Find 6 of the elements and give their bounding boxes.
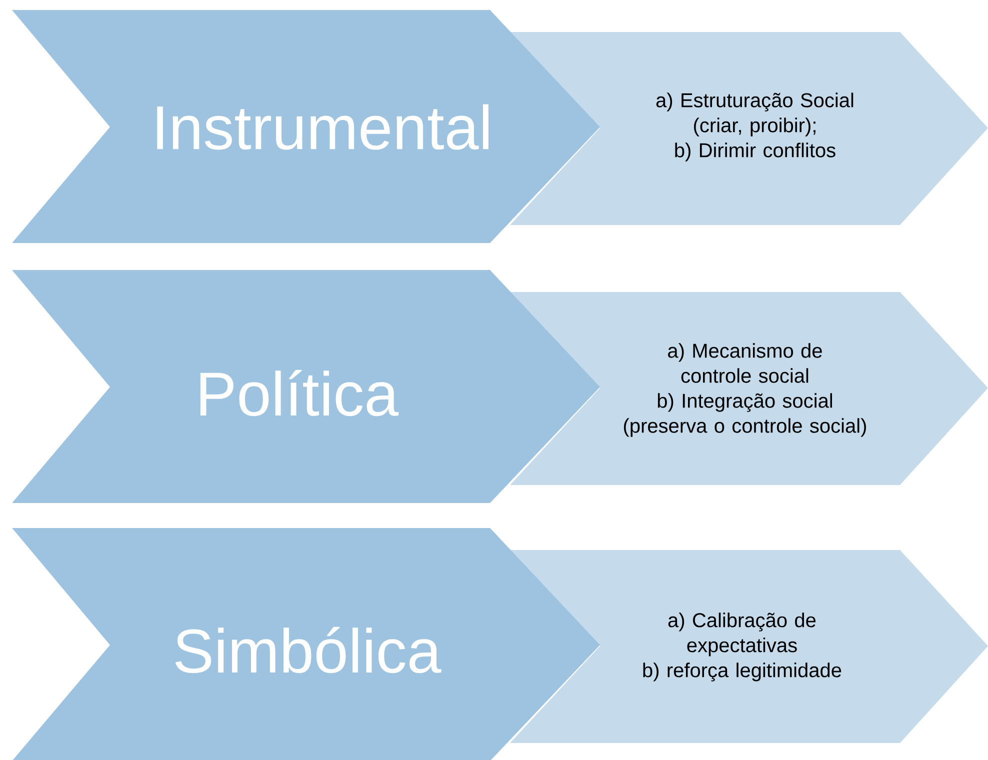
chevron-box: a) Calibração de expectativas b) reforça legitimidade: [510, 550, 988, 743]
chevron-label: Política: [12, 270, 600, 503]
chevron-label: Simbólica: [12, 528, 600, 760]
chevron-box: a) Mecanismo de controle social b) Integração social (preserva o controle social): [510, 292, 988, 485]
chevron-label: Instrumental: [12, 10, 600, 243]
chevron-box: a) Estruturação Social (criar, proibir); b) Dirimir conflitos: [510, 32, 988, 225]
